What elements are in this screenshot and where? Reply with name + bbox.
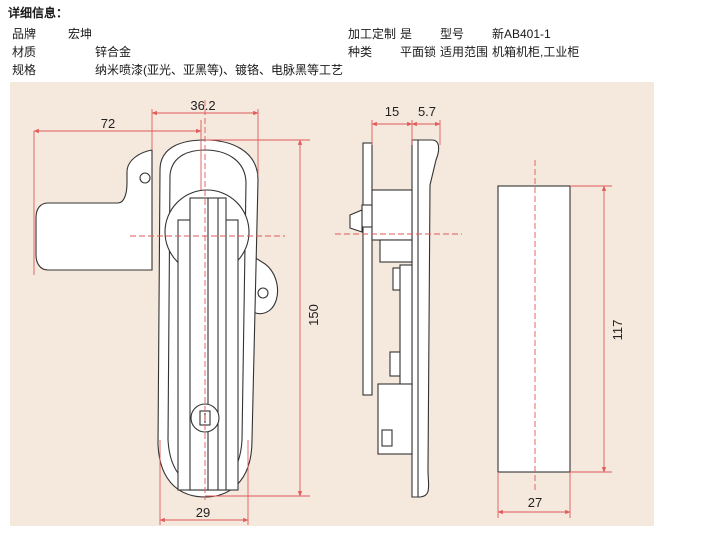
brand-value: 宏坤	[68, 27, 93, 41]
dim-15: 15	[385, 104, 399, 119]
model-value: 新AB401-1	[492, 27, 551, 41]
dim-27: 27	[528, 495, 542, 510]
rear-plate	[35, 149, 153, 271]
brand-label: 品牌	[12, 27, 37, 41]
dim-36-2: 36.2	[190, 98, 215, 113]
model-label: 型号	[440, 27, 465, 41]
cutout-dimensions	[497, 160, 612, 518]
mount-hole-left	[139, 172, 151, 184]
dim-5-7: 5.7	[418, 104, 436, 119]
side-plate	[362, 142, 373, 396]
side-shaft	[371, 189, 413, 241]
dim-72: 72	[101, 116, 115, 131]
spec-info: 详细信息： 品牌 宏坤 加工定制 是 型号 新AB401-1 材质 锌合金 种类…	[0, 0, 706, 82]
side-latch	[399, 264, 413, 386]
dim-117: 117	[610, 320, 625, 341]
type-label: 种类	[348, 45, 373, 59]
custom-label: 加工定制	[348, 27, 397, 41]
type-value: 平面锁	[400, 45, 437, 59]
section-title: 详细信息：	[8, 6, 69, 20]
dim-150: 150	[306, 304, 321, 326]
spec-value: 纳米喷漆(亚光、亚黑等)、镀铬、电脉黑等工艺	[95, 63, 343, 77]
side-view	[349, 139, 440, 498]
dim-29: 29	[196, 505, 210, 520]
side-handle-profile	[411, 139, 440, 498]
cutout-outline	[497, 185, 571, 473]
spec-label: 规格	[12, 63, 37, 77]
mount-hole-right	[257, 287, 269, 299]
front-dimensions	[33, 100, 310, 525]
scope-label: 适用范围	[440, 45, 489, 59]
scope-value: 机箱机柜,工业柜	[492, 45, 580, 59]
side-dimensions	[335, 120, 462, 235]
material-label: 材质	[12, 45, 37, 59]
front-view	[35, 139, 279, 498]
material-value: 锌合金	[95, 45, 132, 59]
custom-value: 是	[400, 27, 413, 41]
